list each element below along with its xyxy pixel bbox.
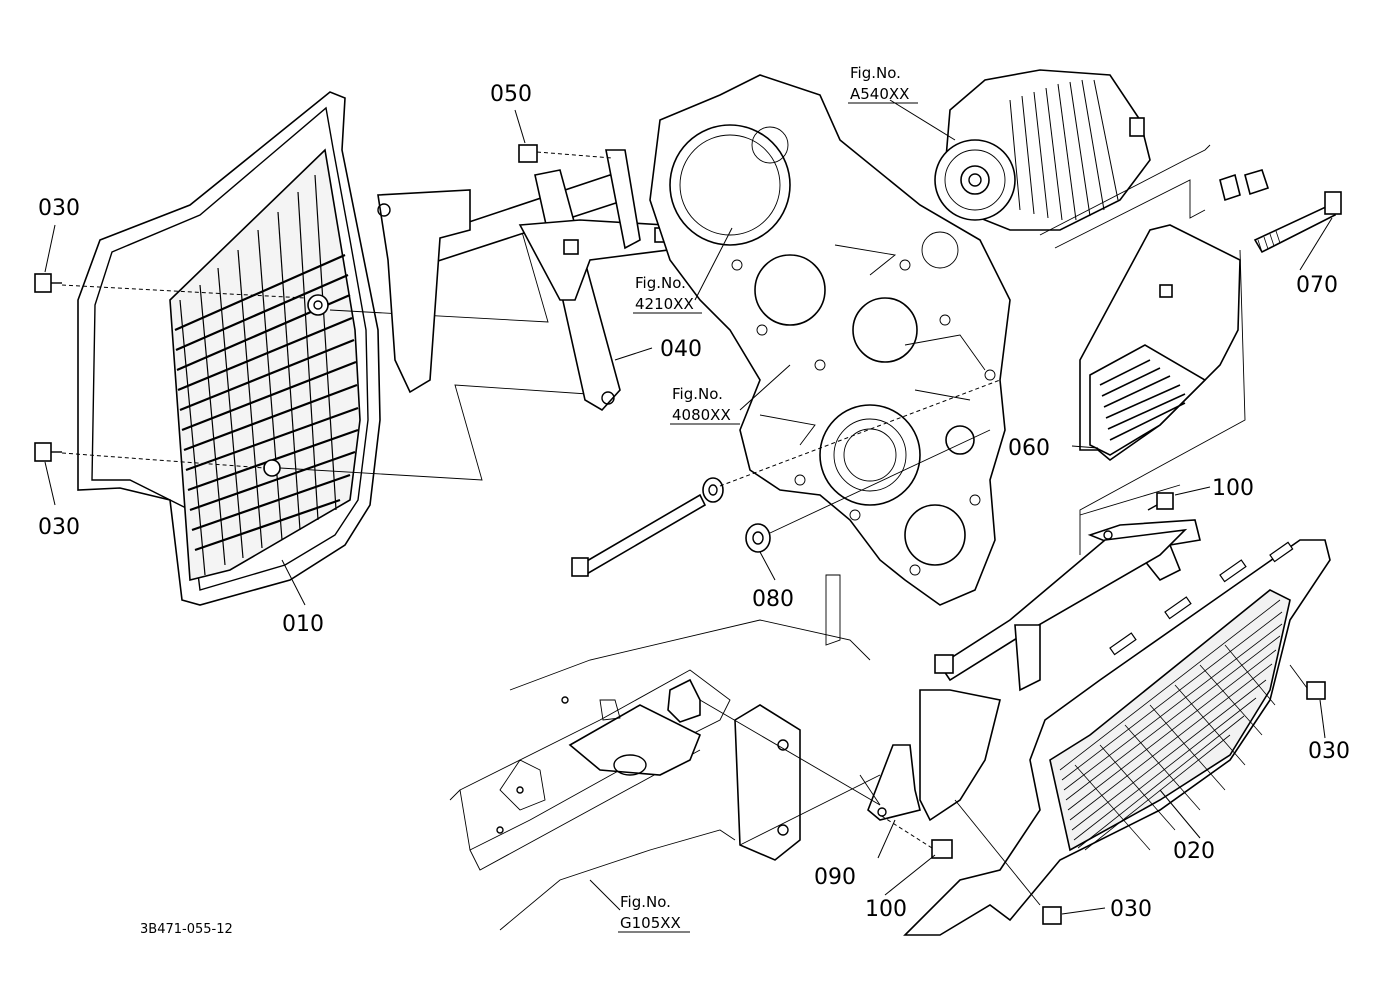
alternator (934, 69, 1270, 231)
part-labels: 030 030 010 050 040 070 060 100 080 030 … (38, 82, 1350, 922)
label-070: 070 (1296, 273, 1338, 298)
leader-lines (44, 99, 1333, 915)
label-060: 060 (1008, 436, 1050, 461)
label-030-lower-left: 030 (38, 515, 80, 540)
figref-4210-code[interactable]: 4210XX (635, 295, 694, 313)
figref-4080-code[interactable]: 4080XX (672, 406, 731, 424)
figref-a540-code[interactable]: A540XX (850, 85, 909, 103)
collar-part-080 (745, 429, 991, 553)
bolt-100-upper (1147, 492, 1174, 511)
long-bolt-with-washer (571, 379, 1001, 577)
bolt-030-lower-left (34, 442, 266, 469)
frame-chassis (449, 574, 881, 931)
bolt-030-upper-left (34, 273, 306, 299)
right-bracket-assembly (934, 519, 1201, 692)
label-010: 010 (282, 612, 324, 637)
bolt-030-right-lower (1042, 906, 1062, 925)
figref-4210-prefix: Fig.No. (635, 274, 686, 292)
cover-part-060 (1079, 224, 1241, 462)
label-030-right-lower: 030 (1110, 897, 1152, 922)
bracket-part-040 (377, 149, 670, 412)
label-020: 020 (1173, 839, 1215, 864)
figref-g105-code[interactable]: G105XX (620, 914, 681, 932)
figure-references: Fig.No. A540XX Fig.No. 4210XX Fig.No. 40… (618, 64, 918, 933)
bolt-100-lower (879, 814, 953, 859)
label-030-upper-left: 030 (38, 196, 80, 221)
label-030-right-upper: 030 (1308, 739, 1350, 764)
bolt-070 (1253, 191, 1342, 254)
figref-g105-prefix: Fig.No. (620, 893, 671, 911)
side-panel (867, 689, 1041, 906)
bolt-050 (518, 144, 613, 163)
right-grille-part-020 (903, 539, 1331, 936)
label-100-upper: 100 (1212, 476, 1254, 501)
left-grille-part-010 (77, 91, 381, 606)
figref-a540-prefix: Fig.No. (850, 64, 901, 82)
label-040: 040 (660, 337, 702, 362)
engine-gear-case (649, 74, 1011, 606)
bolt-030-right-upper (1289, 664, 1326, 700)
drawing-code: 3B471-055-12 (140, 922, 233, 937)
label-100-lower: 100 (865, 897, 907, 922)
label-090: 090 (814, 865, 856, 890)
figref-4080-prefix: Fig.No. (672, 385, 723, 403)
label-050: 050 (490, 82, 532, 107)
label-080: 080 (752, 587, 794, 612)
